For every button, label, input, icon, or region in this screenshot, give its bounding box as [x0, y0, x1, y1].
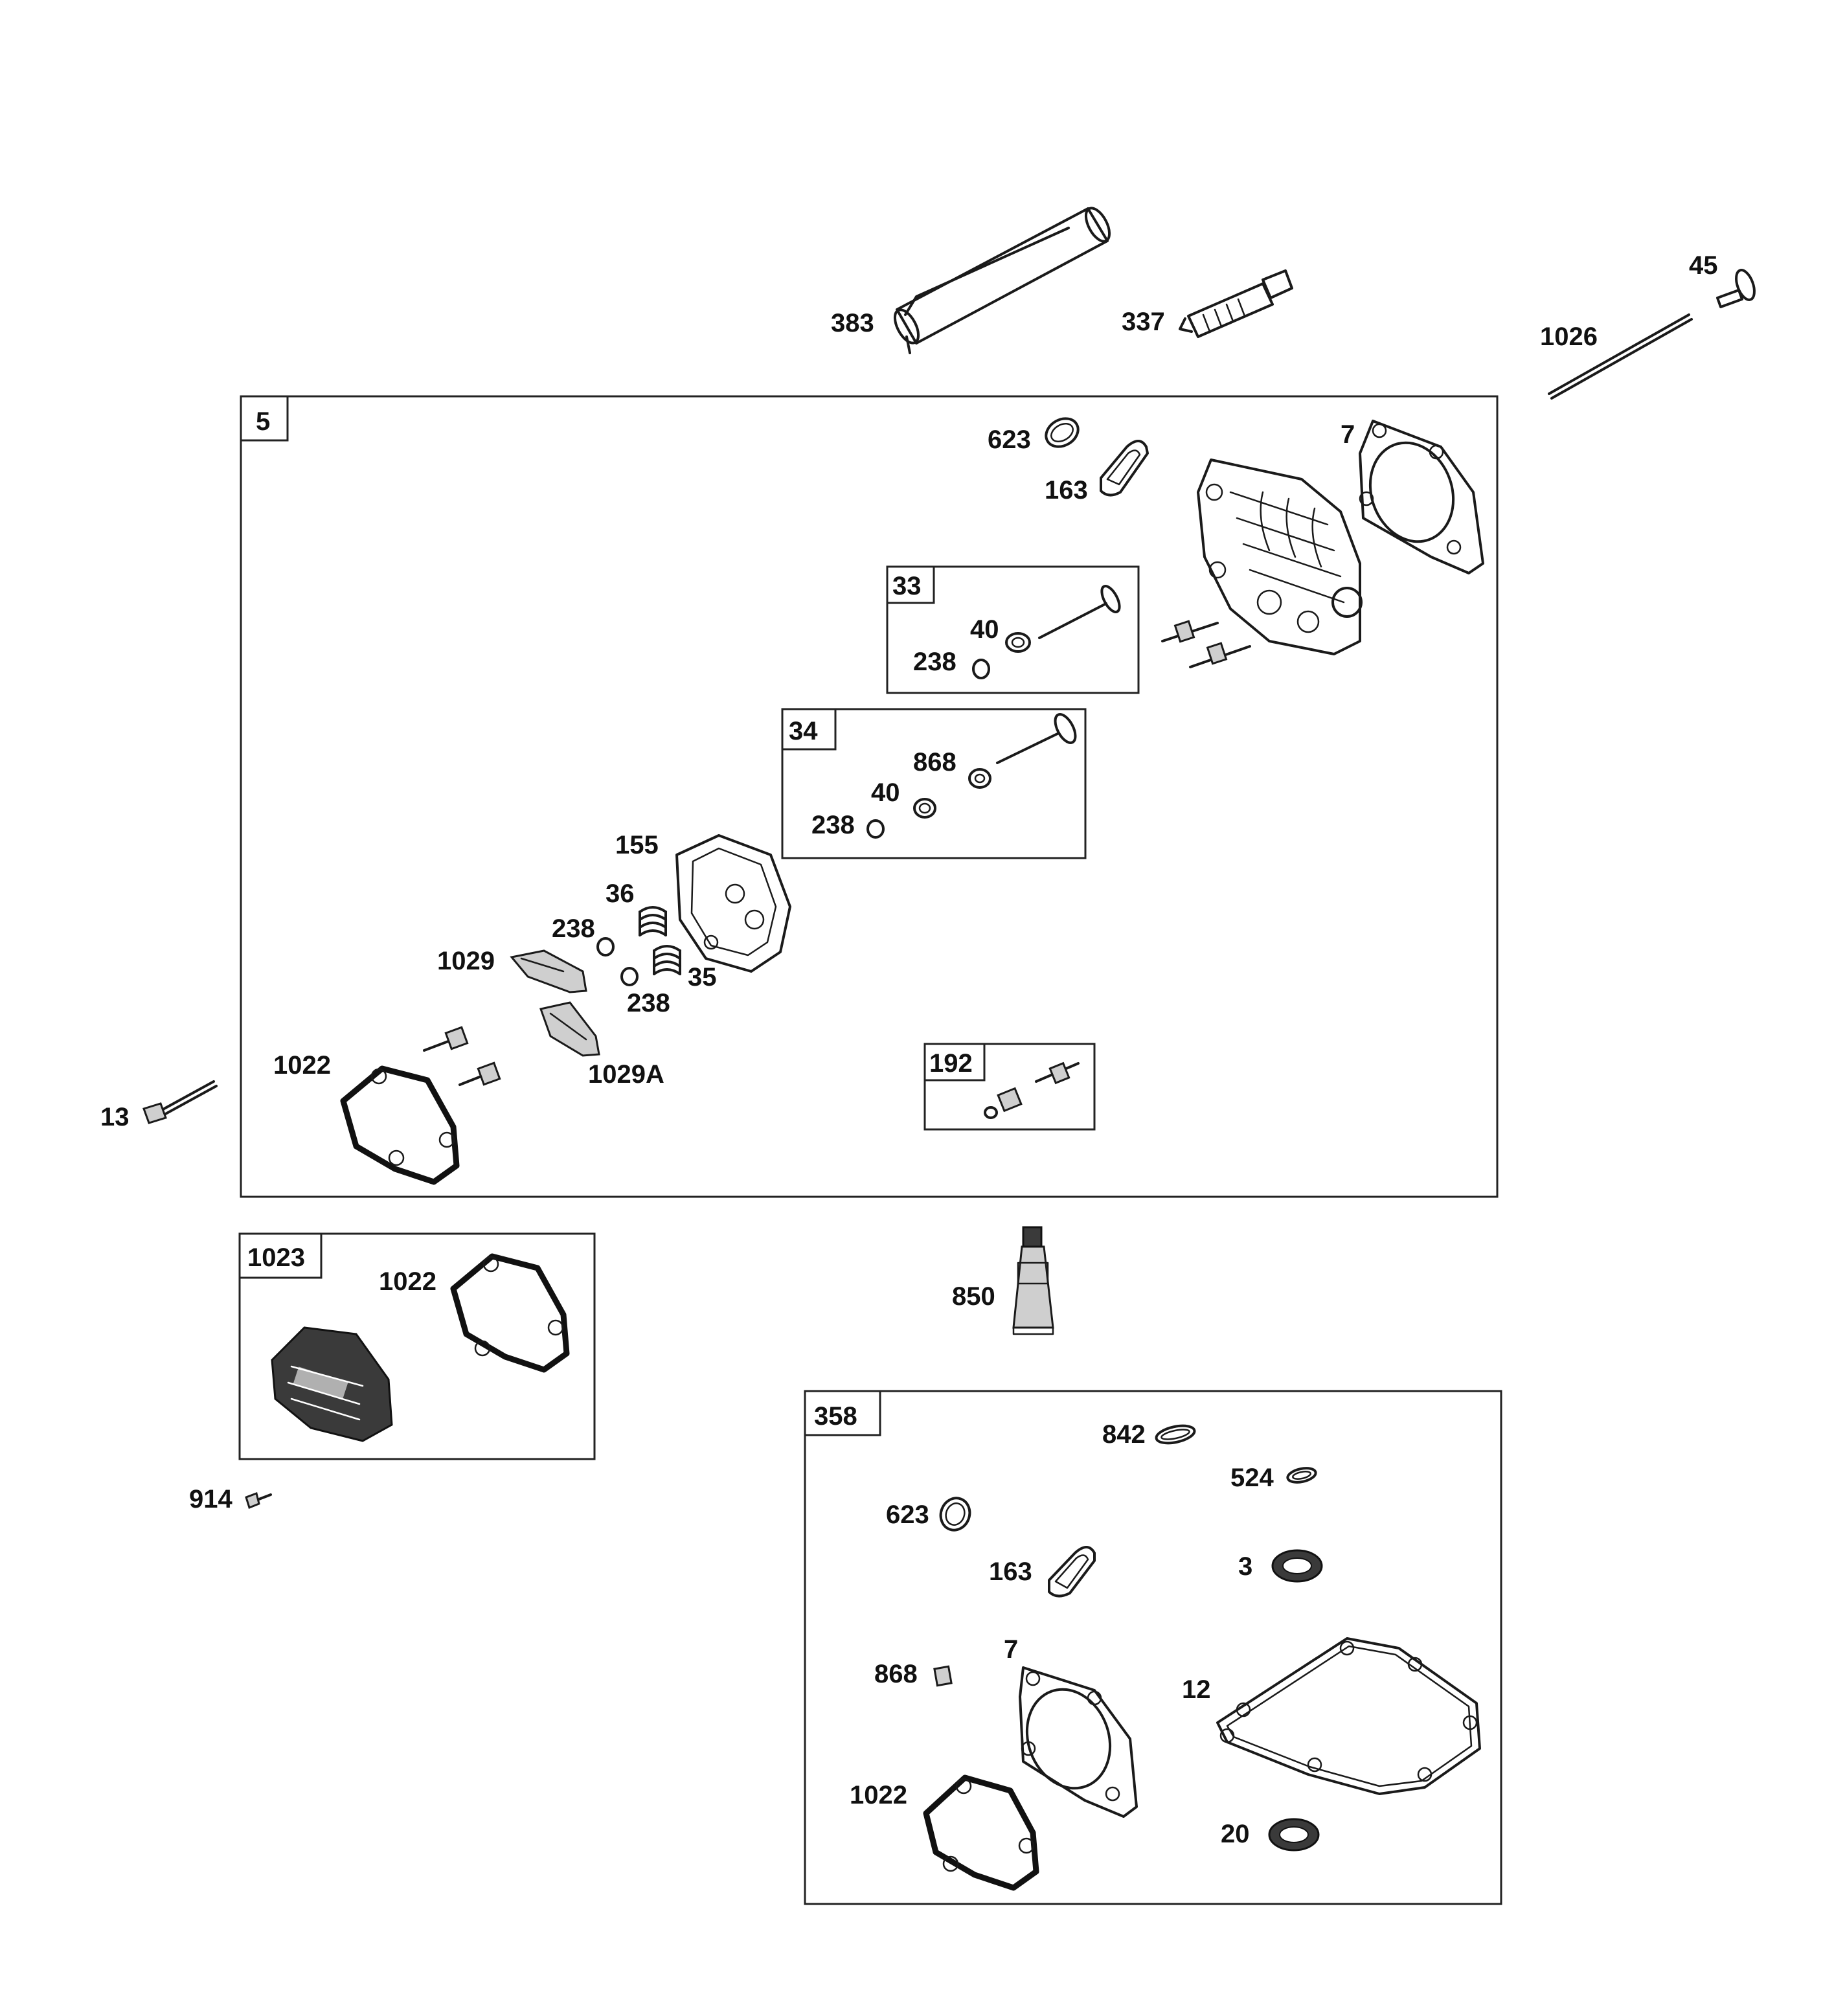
cover-gasket-1022-a[interactable] [340, 1065, 460, 1185]
label-524: 524 [1230, 1464, 1274, 1492]
label-155: 155 [615, 831, 659, 859]
spark-plug-wrench-383[interactable] [890, 205, 1114, 354]
label-238-d: 238 [627, 989, 670, 1017]
group-358-label[interactable]: 358 [814, 1402, 857, 1431]
group-192-tag [923, 1043, 986, 1082]
label-1022-c: 1022 [850, 1781, 907, 1809]
label-35: 35 [688, 963, 717, 991]
valve-seal-40-b[interactable] [913, 798, 936, 819]
pivot-stud-lower[interactable] [458, 1061, 501, 1086]
retainer-238-a[interactable] [972, 659, 990, 679]
head-gasket-7-b[interactable] [1013, 1666, 1138, 1818]
oring-623[interactable] [1041, 413, 1083, 453]
label-45: 45 [1689, 251, 1718, 280]
group-192-frame [923, 1043, 1096, 1131]
retainer-238-c[interactable] [596, 937, 615, 957]
valve-spring-35[interactable] [653, 945, 681, 975]
rocker-nut-192[interactable] [984, 1087, 1023, 1119]
label-238-b: 238 [811, 811, 855, 839]
gasket-163-b[interactable] [1048, 1546, 1096, 1598]
group-33-frame [886, 565, 1140, 694]
label-623: 623 [988, 425, 1031, 454]
label-1029A: 1029A [588, 1060, 664, 1089]
head-gasket-7[interactable] [1357, 420, 1484, 574]
group-34-label[interactable]: 34 [789, 717, 818, 745]
group-5-frame [240, 395, 1499, 1198]
label-1022-b: 1022 [379, 1267, 436, 1296]
retainer-238-d[interactable] [620, 967, 639, 986]
group-358-tag [804, 1390, 881, 1436]
label-163: 163 [1045, 476, 1088, 504]
label-12: 12 [1182, 1675, 1211, 1704]
label-7-b: 7 [1004, 1635, 1018, 1664]
oil-seal-20[interactable] [1268, 1818, 1320, 1852]
rocker-stud-192[interactable] [1035, 1061, 1080, 1085]
group-34-frame [781, 708, 1087, 859]
label-1022-a: 1022 [273, 1051, 331, 1080]
label-3: 3 [1238, 1552, 1252, 1581]
stud-bolt-lower[interactable] [1189, 642, 1251, 668]
label-238-a: 238 [913, 648, 957, 676]
gasket-163[interactable] [1100, 440, 1149, 497]
group-5-label[interactable]: 5 [256, 407, 270, 436]
seal-524[interactable] [1286, 1466, 1317, 1485]
rotator-868-b[interactable] [933, 1665, 953, 1687]
rotator-868-a[interactable] [968, 768, 991, 789]
group-1023-frame [238, 1232, 596, 1460]
pivot-stud-upper[interactable] [423, 1026, 469, 1052]
sealant-tube-850[interactable] [1012, 1226, 1054, 1335]
label-1029: 1029 [437, 947, 495, 975]
seal-842[interactable] [1155, 1423, 1196, 1446]
label-868-b: 868 [874, 1660, 918, 1688]
crankcase-gasket-12[interactable] [1216, 1637, 1481, 1795]
rocker-plate-155[interactable] [675, 834, 791, 973]
label-20: 20 [1221, 1820, 1250, 1848]
valve-cover[interactable] [271, 1326, 393, 1442]
label-36: 36 [606, 879, 635, 908]
oil-seal-3[interactable] [1271, 1549, 1323, 1583]
rocker-arm-1029[interactable] [510, 949, 587, 993]
bolt-45[interactable] [1716, 267, 1758, 308]
group-1023-tag [238, 1232, 323, 1279]
label-842: 842 [1102, 1420, 1146, 1449]
label-337: 337 [1122, 308, 1165, 336]
spark-plug-337[interactable] [1179, 269, 1293, 338]
label-7: 7 [1341, 420, 1355, 449]
label-40-a: 40 [970, 615, 999, 644]
rocker-arm-1029A[interactable] [539, 1001, 600, 1057]
label-1026: 1026 [1540, 323, 1598, 351]
valve-spring-36[interactable] [639, 906, 667, 936]
cylinder-head[interactable] [1197, 459, 1363, 655]
group-34-tag [781, 708, 837, 751]
intake-valve[interactable] [996, 711, 1080, 764]
group-358-frame [804, 1390, 1502, 1905]
retainer-238-b[interactable] [866, 819, 885, 839]
label-13: 13 [100, 1103, 130, 1131]
group-192-label[interactable]: 192 [929, 1049, 973, 1078]
group-5-tag [240, 395, 289, 442]
bolt-13[interactable] [142, 1080, 218, 1124]
oring-623-b[interactable] [936, 1494, 974, 1534]
label-40-b: 40 [871, 778, 900, 807]
label-914: 914 [189, 1485, 232, 1513]
group-1023-label[interactable]: 1023 [247, 1243, 305, 1272]
rod-1026[interactable] [1548, 313, 1693, 400]
exhaust-valve[interactable] [1038, 583, 1123, 639]
label-383: 383 [831, 309, 874, 337]
group-33-tag [886, 565, 935, 604]
group-33-label[interactable]: 33 [892, 572, 922, 600]
valve-seal-40-a[interactable] [1005, 632, 1031, 653]
label-238-c: 238 [552, 914, 595, 943]
label-623-b: 623 [886, 1501, 929, 1529]
label-163-b: 163 [989, 1557, 1032, 1586]
label-868-a: 868 [913, 748, 957, 776]
cover-gasket-1022-b[interactable] [450, 1253, 570, 1373]
cover-gasket-1022-c[interactable] [923, 1774, 1039, 1891]
stud-bolt-upper[interactable] [1161, 620, 1219, 643]
label-850: 850 [952, 1282, 995, 1311]
screw-914[interactable] [245, 1492, 272, 1509]
